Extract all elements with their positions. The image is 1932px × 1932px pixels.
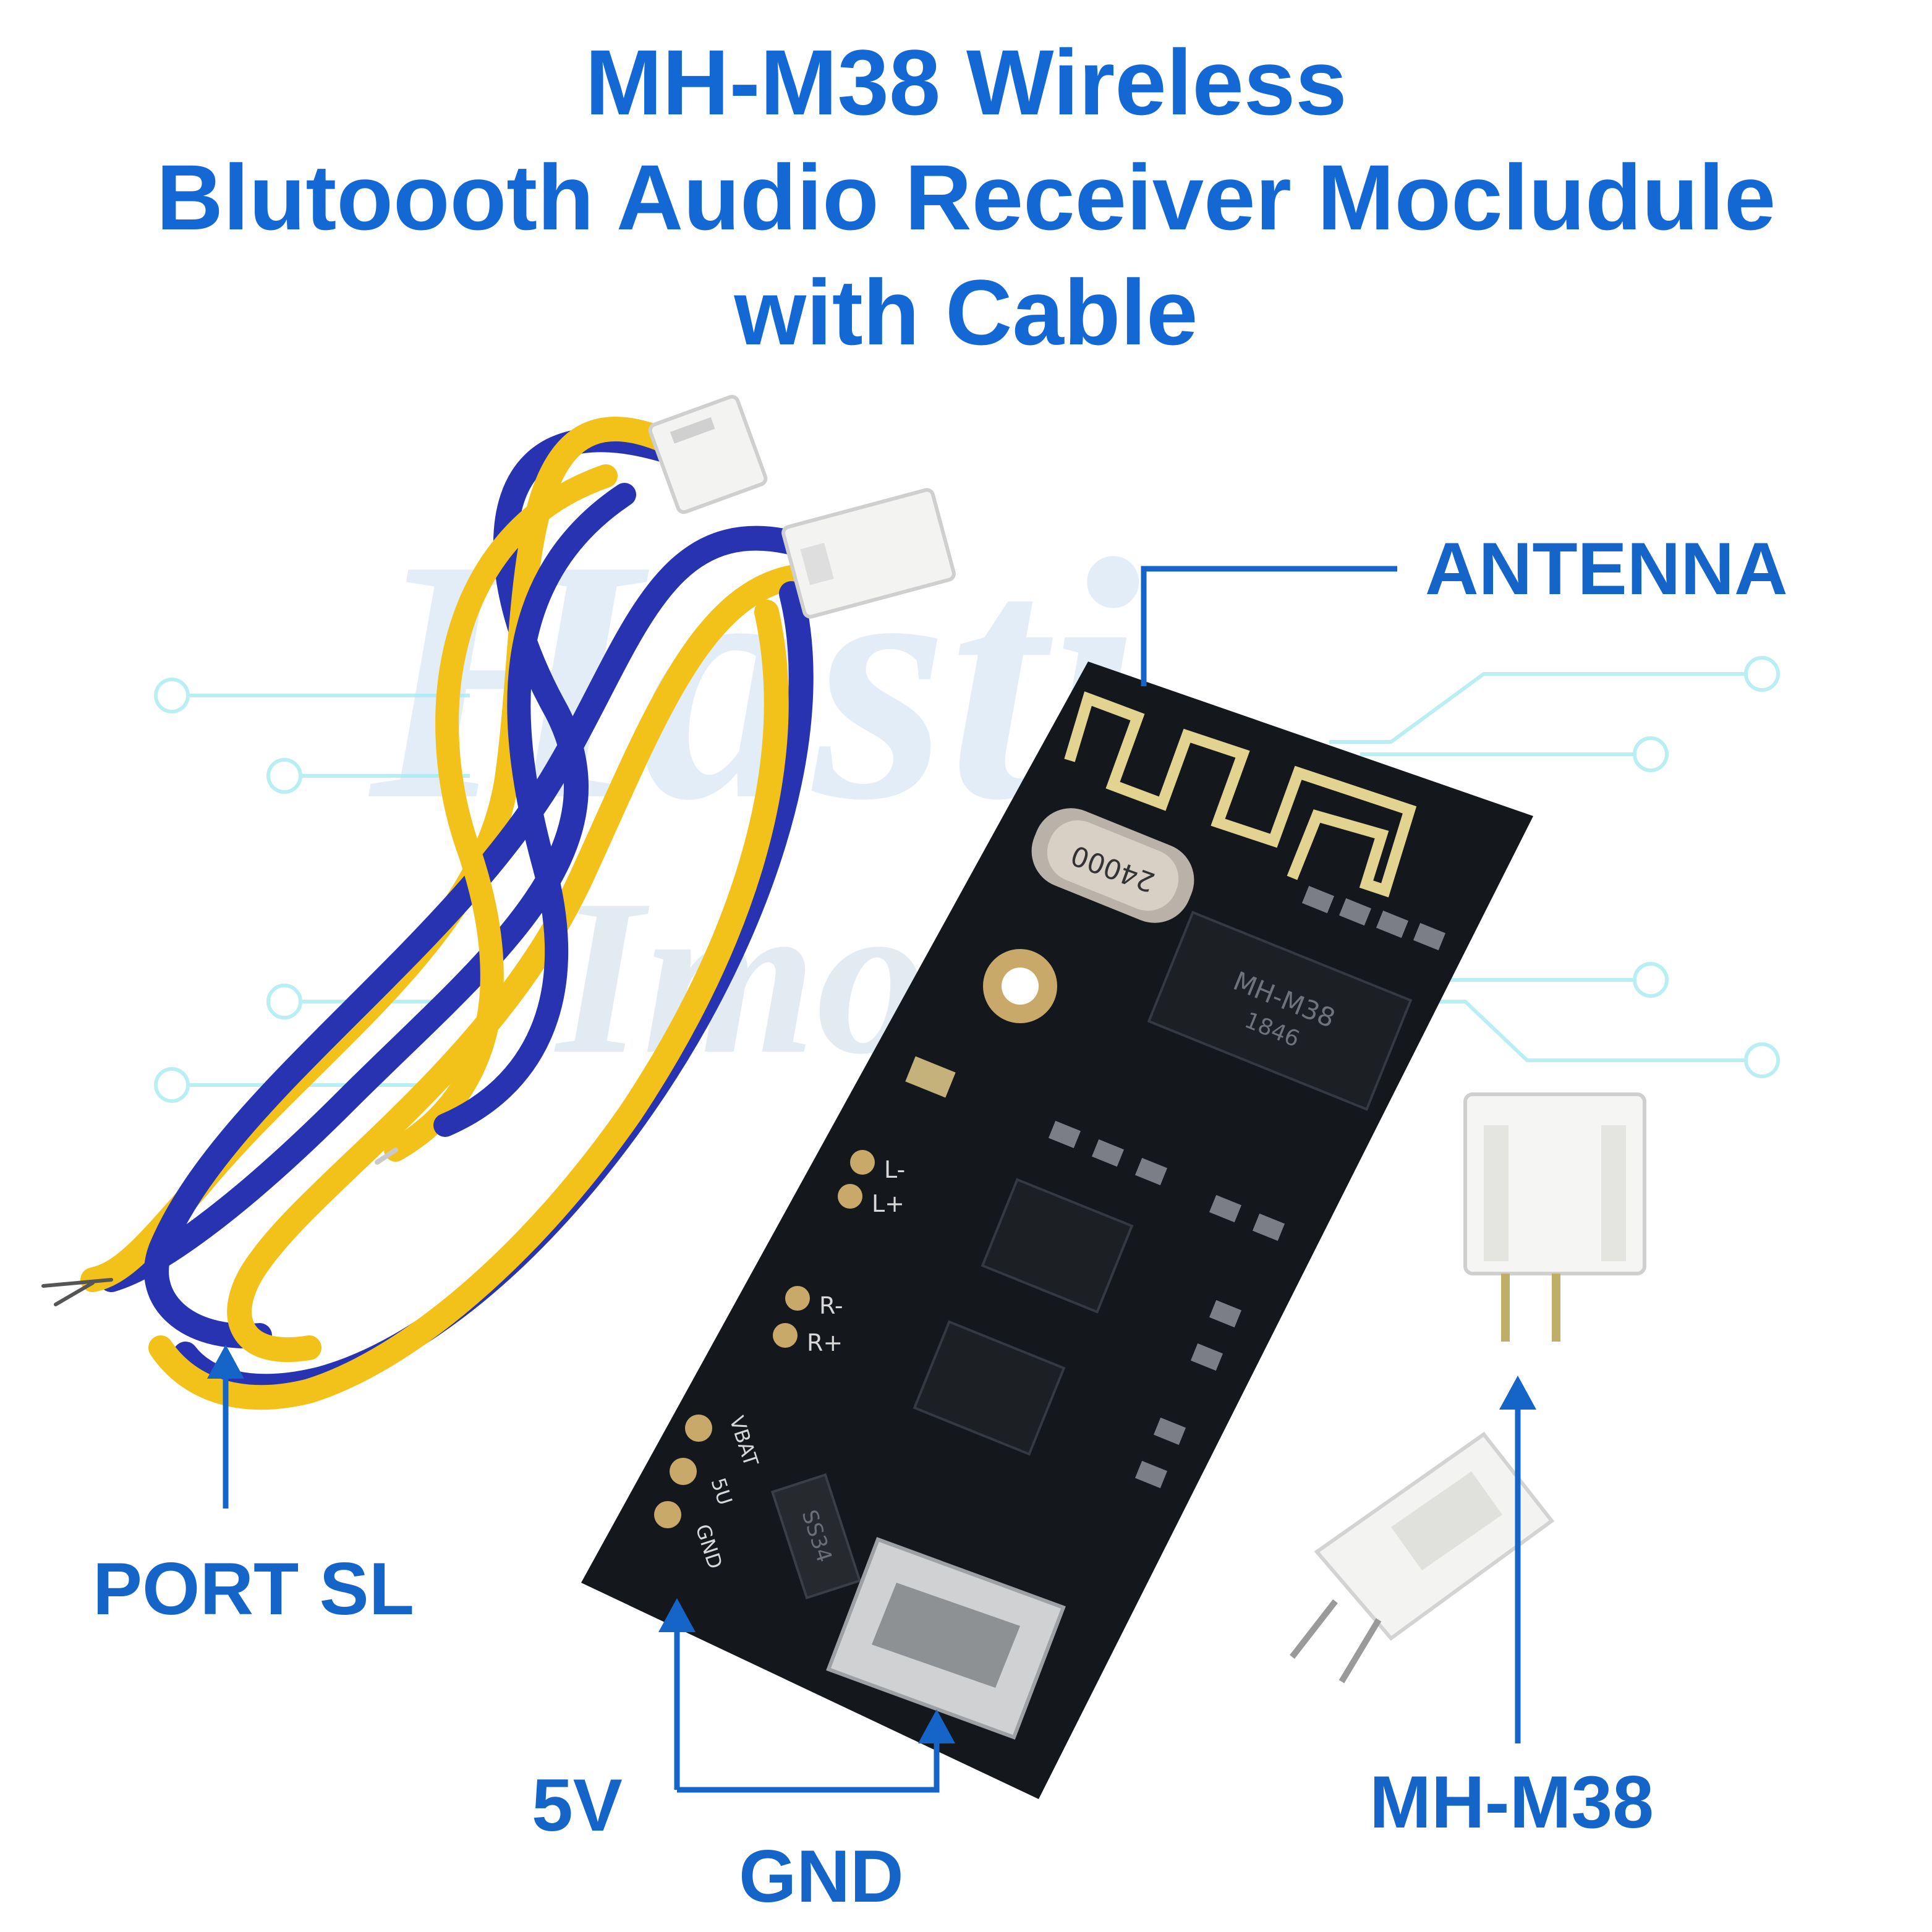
callout-arrows	[223, 566, 1521, 1793]
cable-connector-bottom	[781, 488, 956, 619]
title-line-3: with Cable	[734, 260, 1198, 364]
page-title: MH-M38 Wireless Blutoooth Audio Receiver…	[0, 25, 1932, 370]
smd-components	[905, 885, 1446, 1489]
antenna-label: ANTENNA	[1425, 527, 1788, 610]
power-arrow	[674, 1620, 940, 1793]
arrow-heads	[207, 1345, 1536, 1743]
amplifier-chip-1	[981, 1178, 1134, 1314]
pin-label-l-plus: L+	[872, 1190, 904, 1217]
gnd-label: GND	[739, 1835, 904, 1918]
amplifier-chip-2	[913, 1320, 1066, 1456]
5v-label: 5V	[532, 1764, 623, 1847]
pin-label-l-minus: L-	[884, 1156, 905, 1183]
bluetooth-chip: MH-M38 1846	[1147, 911, 1413, 1111]
title-line-2: Blutoooth Audio Receiver Mocludule	[156, 145, 1776, 249]
audio-cable	[41, 416, 828, 1410]
crystal-oscillator: 24000	[1031, 808, 1194, 923]
antenna-callout-line	[1141, 566, 1397, 686]
title-line-1: MH-M38 Wireless	[585, 30, 1347, 134]
cable-connector-top	[648, 394, 768, 514]
antenna-trace	[1064, 691, 1417, 898]
audio-pads: L- L+ R- R+	[773, 1150, 905, 1356]
micro-usb-port	[826, 1537, 1066, 1740]
pin-label-r-plus: R+	[807, 1329, 843, 1356]
port-label: PORT SL	[93, 1547, 415, 1630]
diode: SS34	[770, 1473, 862, 1600]
pin-label-r-minus: R-	[819, 1292, 843, 1319]
loose-connector-upright	[1463, 1092, 1646, 1342]
model-label: MH-M38	[1369, 1761, 1654, 1844]
pcb-board: 24000 MH-M38 1846	[581, 662, 1533, 1799]
loose-connector-tilted	[1290, 1431, 1555, 1683]
